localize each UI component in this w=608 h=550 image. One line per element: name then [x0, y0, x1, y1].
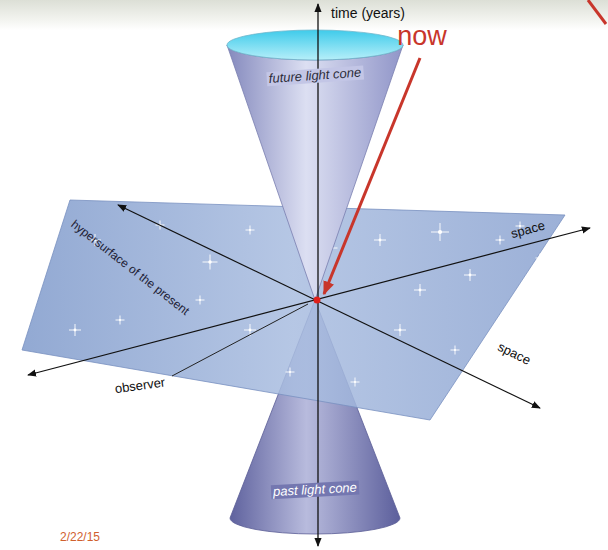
star	[119, 319, 121, 321]
star	[244, 324, 256, 336]
star	[159, 224, 161, 226]
star	[536, 254, 545, 263]
axis-label: space	[495, 340, 532, 368]
star	[286, 368, 295, 377]
star	[394, 324, 406, 336]
star	[156, 221, 165, 230]
star	[74, 329, 77, 332]
star	[469, 274, 472, 277]
star	[351, 378, 360, 387]
date-stamp: 2/22/15	[60, 531, 100, 544]
star	[454, 349, 456, 351]
star	[499, 239, 501, 241]
star	[464, 269, 476, 281]
cone-rim	[227, 30, 403, 60]
star	[199, 299, 201, 301]
star	[438, 230, 442, 234]
header-band	[0, 0, 608, 30]
star	[203, 255, 218, 270]
star	[539, 257, 541, 259]
star	[431, 223, 449, 241]
star	[496, 236, 505, 245]
star	[379, 239, 382, 242]
star	[196, 296, 205, 305]
star	[116, 316, 125, 325]
star	[323, 241, 338, 256]
observer-label: observer	[114, 375, 166, 396]
star	[419, 289, 422, 292]
star	[451, 346, 460, 355]
star	[246, 226, 255, 235]
star	[289, 371, 291, 373]
star	[399, 329, 402, 332]
time-axis	[317, 4, 318, 546]
star	[208, 260, 212, 264]
star	[249, 229, 251, 231]
observer-dot	[314, 297, 321, 304]
star	[354, 381, 356, 383]
star	[249, 329, 252, 332]
cone-body	[230, 300, 400, 534]
axis-label: time (years)	[331, 6, 405, 21]
corner-mark	[588, 0, 606, 24]
now-label: now	[397, 22, 447, 52]
star	[374, 234, 386, 246]
star	[414, 284, 426, 296]
hypersurface-plane	[22, 200, 565, 420]
star	[328, 246, 332, 250]
star	[69, 324, 81, 336]
